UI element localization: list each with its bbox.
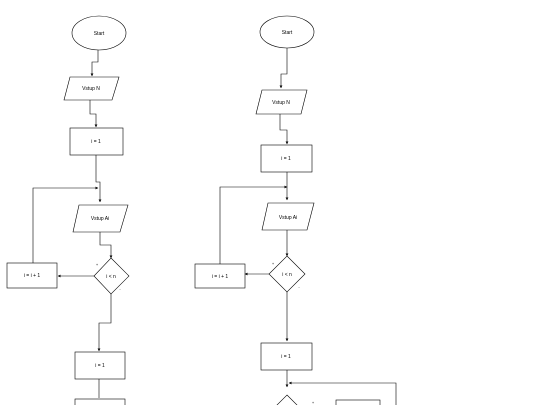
condition-label: i < n — [282, 272, 292, 278]
partial-yes-label: + — [312, 400, 315, 405]
input-n-parallelogram — [255, 89, 308, 115]
input-ai-parallelogram — [72, 204, 129, 233]
flowchart-right: Start Vstup N i = 1 Vstup Ai i = i + 1 i… — [194, 15, 397, 405]
input-ai-parallelogram — [261, 202, 315, 231]
start-terminal — [259, 15, 315, 49]
assign-i-2-box — [74, 351, 126, 380]
assign-i-2-box — [260, 342, 313, 371]
next-box-partial — [74, 398, 126, 405]
edge-input-to-assign — [89, 100, 98, 128]
edge-input-to-assign — [279, 114, 289, 145]
edge-condition-no — [97, 294, 112, 352]
increment-box — [6, 262, 58, 289]
edge-loop-back — [219, 185, 288, 264]
input-n-label: Vstup N — [272, 100, 290, 106]
assign-i-label: i = 1 — [281, 156, 291, 162]
no-label: - — [298, 284, 300, 289]
increment-box — [194, 263, 246, 289]
flowchart-left: Start Vstup N i = 1 Vstup Ai i = i + 1 i… — [6, 15, 130, 405]
start-terminal — [71, 15, 127, 51]
edge-assign-to-merge — [95, 155, 102, 203]
edge-start-to-input — [279, 48, 288, 89]
assign-i-label: i = 1 — [91, 139, 101, 145]
start-label: Start — [94, 31, 105, 37]
next-box-partial — [335, 399, 381, 405]
yes-label: + — [96, 262, 99, 267]
assign-i-2-label: i = 1 — [95, 363, 105, 369]
edge-loop-back — [32, 186, 99, 263]
edge-start-to-input — [90, 50, 99, 77]
input-n-label: Vstup N — [82, 86, 100, 92]
input-ai-label: Vstup Ai — [279, 215, 297, 221]
edge-input-ai-to-condition — [99, 232, 113, 259]
input-n-parallelogram — [63, 76, 120, 101]
increment-label: i = i + 1 — [212, 274, 229, 280]
increment-label: i = i + 1 — [24, 273, 41, 279]
yes-label: + — [272, 261, 275, 266]
edge-second-loop-back — [288, 381, 397, 405]
assign-i-box — [69, 127, 124, 156]
input-ai-label: Vstup Ai — [91, 216, 109, 222]
condition-diamond — [93, 257, 130, 295]
no-label: - — [119, 286, 121, 291]
start-label: Start — [282, 30, 293, 36]
assign-i-2-label: i = 1 — [281, 354, 291, 360]
condition-diamond-partial — [276, 394, 298, 405]
condition-diamond — [268, 255, 306, 293]
assign-i-box — [260, 144, 313, 173]
condition-label: i < n — [106, 274, 116, 280]
